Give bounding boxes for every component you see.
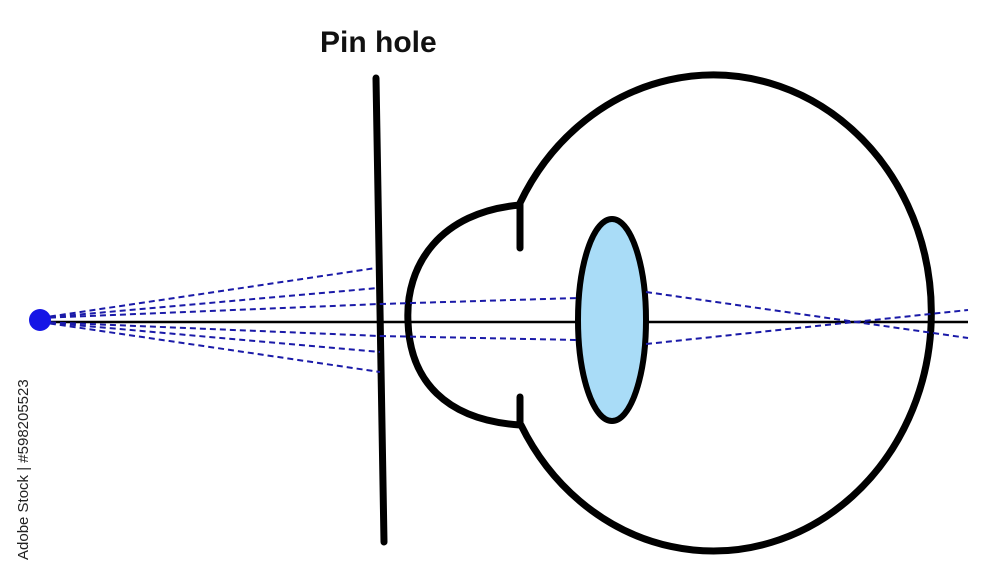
crystalline-lens (575, 216, 649, 424)
ray-inner-lower (645, 309, 969, 345)
ray-2 (39, 287, 379, 319)
ray-inner-upper (645, 291, 969, 339)
ray-1 (39, 267, 377, 319)
stock-watermark-text: Adobe Stock | #598205523 (15, 379, 32, 560)
incoming-rays (39, 267, 381, 373)
ray-4 (39, 321, 381, 337)
light-source-dot (29, 309, 51, 331)
ray-5 (39, 321, 381, 353)
ray-through-upper (379, 297, 579, 305)
ray-through-lower (379, 335, 579, 341)
ray-3 (39, 303, 381, 319)
eyeball-outline (516, 71, 935, 555)
pinhole-label: Pin hole (320, 26, 437, 59)
cornea (404, 201, 524, 429)
ray-6 (39, 321, 381, 373)
pinhole-screen (372, 74, 388, 546)
transmitted-rays (379, 291, 969, 345)
